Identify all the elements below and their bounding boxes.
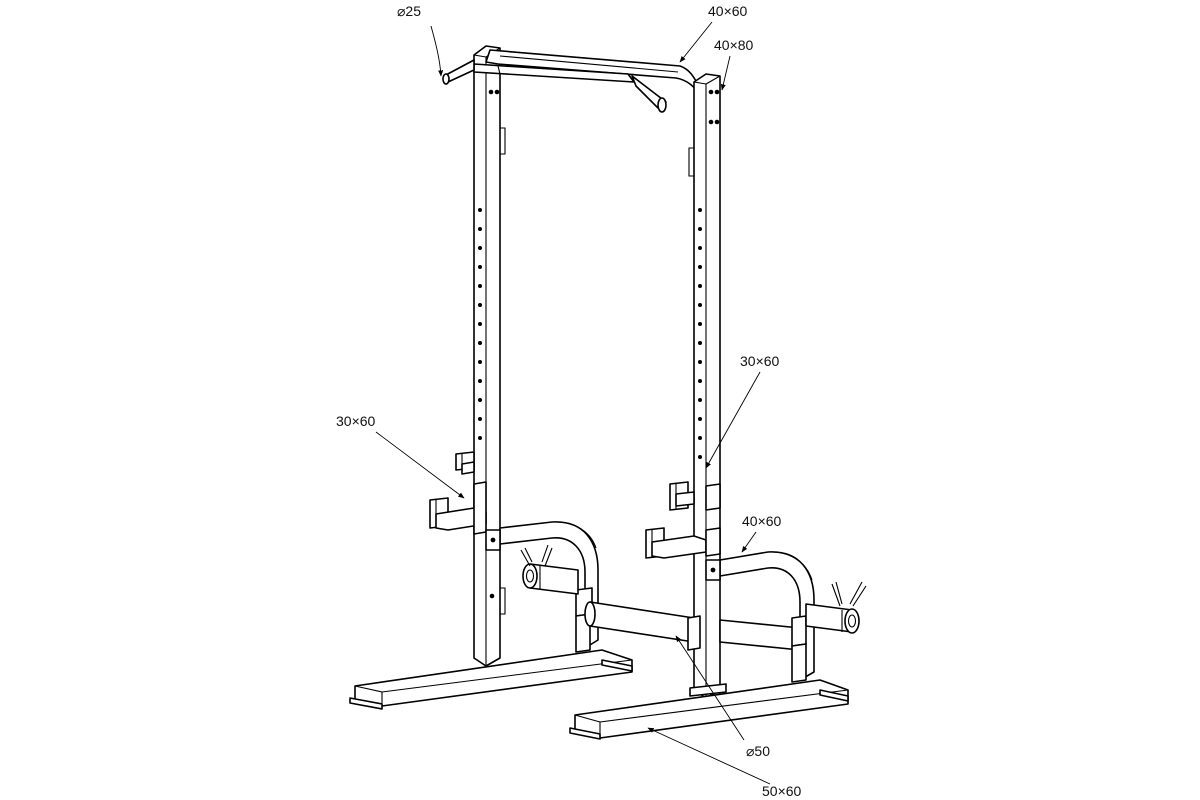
left-upright (473, 45, 506, 667)
left-j-hook-lower (429, 481, 487, 535)
right-upright-holes (698, 208, 702, 459)
left-plate-post (520, 544, 579, 595)
callout-plate-holder-arm: 40×60 (742, 513, 782, 529)
right-base-foot (569, 679, 849, 740)
callout-leaders (375, 21, 771, 785)
left-base-foot (349, 649, 633, 710)
callout-labels: ⌀25 40×60 40×80 30×60 30×60 40×60 ⌀50 50… (336, 3, 802, 799)
callout-base-foot: 50×60 (762, 783, 802, 799)
callout-left-j-hook: 30×60 (336, 413, 376, 429)
left-plate-holder (485, 521, 599, 653)
left-pullup-grip (442, 59, 475, 85)
right-j-hook-lower (645, 527, 721, 559)
rear-connector (584, 601, 801, 651)
callout-upright: 40×80 (714, 37, 754, 53)
right-upright (688, 73, 721, 699)
callout-top-crossbar: 40×60 (708, 3, 748, 19)
callout-rear-connector: ⌀50 (746, 743, 770, 759)
right-j-hook-upper (669, 481, 721, 511)
right-pullup-grip (631, 75, 667, 113)
callout-pullup-diameter: ⌀25 (397, 3, 421, 19)
left-j-hook-upper (455, 451, 475, 475)
right-plate-holder (705, 551, 867, 683)
left-upright-holes (478, 208, 482, 440)
callout-right-j-hook: 30×60 (740, 353, 780, 369)
right-plate-post (805, 581, 867, 634)
